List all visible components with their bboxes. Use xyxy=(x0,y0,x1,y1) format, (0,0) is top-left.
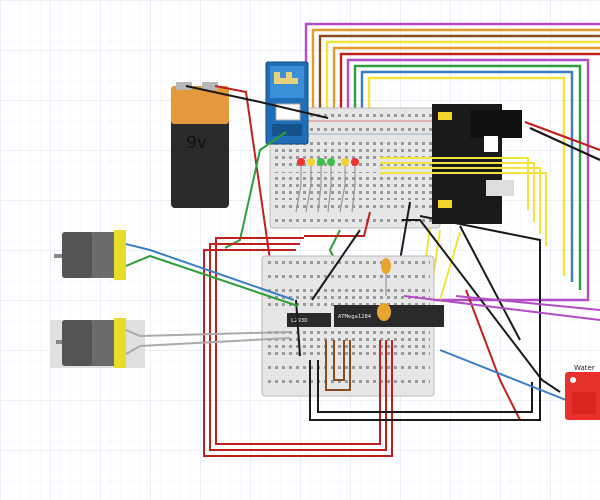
blue-sensor-wire xyxy=(439,349,567,401)
black-loop-wires xyxy=(295,229,541,421)
yellow-signal-wires xyxy=(380,157,547,301)
bluetooth-module xyxy=(265,61,309,145)
resistors xyxy=(295,184,356,213)
brown-wires xyxy=(325,340,351,391)
led-green xyxy=(317,158,325,185)
red-loop-wires xyxy=(203,211,521,457)
led-yellow xyxy=(341,158,349,185)
power-wires-right xyxy=(524,120,600,162)
motor-top-wires xyxy=(125,243,299,307)
led-red xyxy=(351,158,359,185)
microcontroller-label: ATMega1284 xyxy=(338,314,372,320)
led-yellow xyxy=(307,158,315,185)
battery-9v: 9v xyxy=(171,82,229,208)
black-signal-wires xyxy=(394,201,561,410)
led-red xyxy=(297,158,305,185)
motor-driver-chip: L293D xyxy=(287,313,331,327)
motor-bottom-wires xyxy=(125,329,291,355)
led-array xyxy=(297,158,359,185)
water-sensor: Water xyxy=(565,364,600,420)
motor-bottom xyxy=(50,318,145,368)
motor-driver-label: L293D xyxy=(291,318,308,324)
motor-top xyxy=(54,230,126,280)
water-sensor-label: Water xyxy=(574,364,595,372)
top-bus-wires xyxy=(304,22,600,302)
led-green xyxy=(327,158,335,185)
purple-wires xyxy=(403,295,600,321)
capacitors xyxy=(377,258,391,321)
battery-label: 9v xyxy=(186,133,207,153)
